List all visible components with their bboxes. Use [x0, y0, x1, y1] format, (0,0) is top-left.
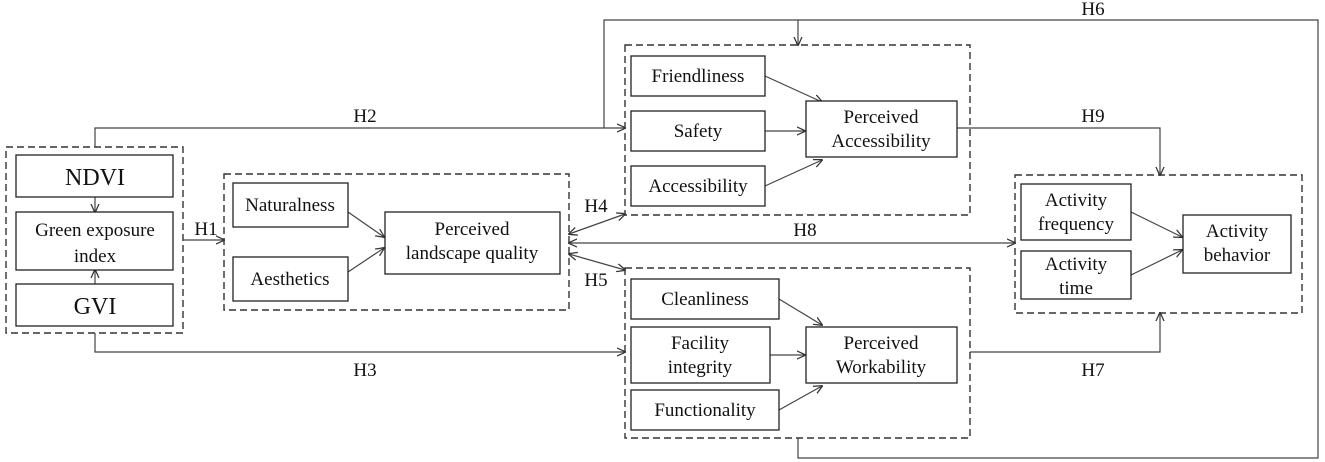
gvi-box: [15, 283, 174, 327]
activity-behavior-label-line1: Activity: [1206, 221, 1269, 242]
functionality-label: Functionality: [654, 400, 756, 421]
h9-label: H9: [1081, 106, 1104, 127]
hypothesis-labels: H1 H2 H3 H4 H5 H6 H7 H8 H9: [194, 0, 1104, 381]
green-exposure-label-line2: index: [74, 246, 117, 267]
activity-behavior-label-line2: behavior: [1204, 245, 1271, 266]
ndvi-box: [15, 154, 174, 198]
activity-frequency-label-line1: Activity: [1045, 190, 1108, 211]
h7-label: H7: [1081, 360, 1104, 381]
perceived-landscape-label-line2: landscape quality: [406, 243, 539, 264]
h1-label: H1: [194, 219, 217, 240]
friendliness-label: Friendliness: [652, 66, 745, 87]
facility-integrity-box: [630, 326, 771, 384]
safety-box: [630, 110, 766, 152]
activity-time-label-line1: Activity: [1045, 254, 1108, 275]
perceived-accessibility-label-line2: Accessibility: [831, 131, 931, 152]
h3-label: H3: [353, 360, 376, 381]
cleanliness-box: [630, 278, 780, 320]
accessibility-box: [630, 165, 766, 207]
perceived-landscape-quality-box: [384, 211, 561, 275]
facility-integrity-label-line1: Facility: [671, 333, 730, 354]
h6-label: H6: [1081, 0, 1104, 20]
ndvi-label: NDVI: [65, 165, 125, 191]
perceived-accessibility-label-line1: Perceived: [844, 107, 919, 128]
gvi-label: GVI: [74, 294, 117, 320]
functionality-box: [630, 389, 780, 431]
h8-label: H8: [793, 220, 816, 241]
green-exposure-index-box: [15, 211, 174, 271]
aesthetics-box: [232, 256, 349, 302]
perceived-accessibility-box: [805, 100, 958, 158]
h4-label: H4: [584, 196, 608, 217]
cleanliness-label: Cleanliness: [661, 289, 749, 310]
accessibility-group: [624, 44, 971, 216]
perceived-workability-label-line1: Perceived: [844, 333, 919, 354]
naturalness-box: [232, 182, 349, 228]
perceived-workability-label-line2: Workability: [836, 357, 927, 378]
friendliness-box: [630, 55, 766, 97]
perceived-workability-box: [805, 326, 958, 384]
activity-time-box: [1020, 250, 1132, 300]
diagram-edges: [95, 19, 1319, 459]
naturalness-label: Naturalness: [245, 195, 335, 216]
node-labels: NDVI Green exposure index GVI Naturalnes…: [35, 66, 1271, 421]
aesthetics-label: Aesthetics: [250, 269, 329, 290]
activity-behavior-box: [1182, 214, 1292, 274]
facility-integrity-label-line2: integrity: [668, 357, 733, 378]
h2-label: H2: [353, 106, 376, 127]
accessibility-label: Accessibility: [648, 176, 748, 197]
activity-time-label-line2: time: [1059, 278, 1093, 299]
safety-label: Safety: [674, 121, 723, 142]
activity-frequency-label-line2: frequency: [1038, 214, 1114, 235]
perceived-landscape-label-line1: Perceived: [435, 219, 510, 240]
green-exposure-label-line1: Green exposure: [35, 220, 155, 241]
h5-label: H5: [584, 270, 607, 291]
activity-frequency-box: [1020, 183, 1132, 241]
